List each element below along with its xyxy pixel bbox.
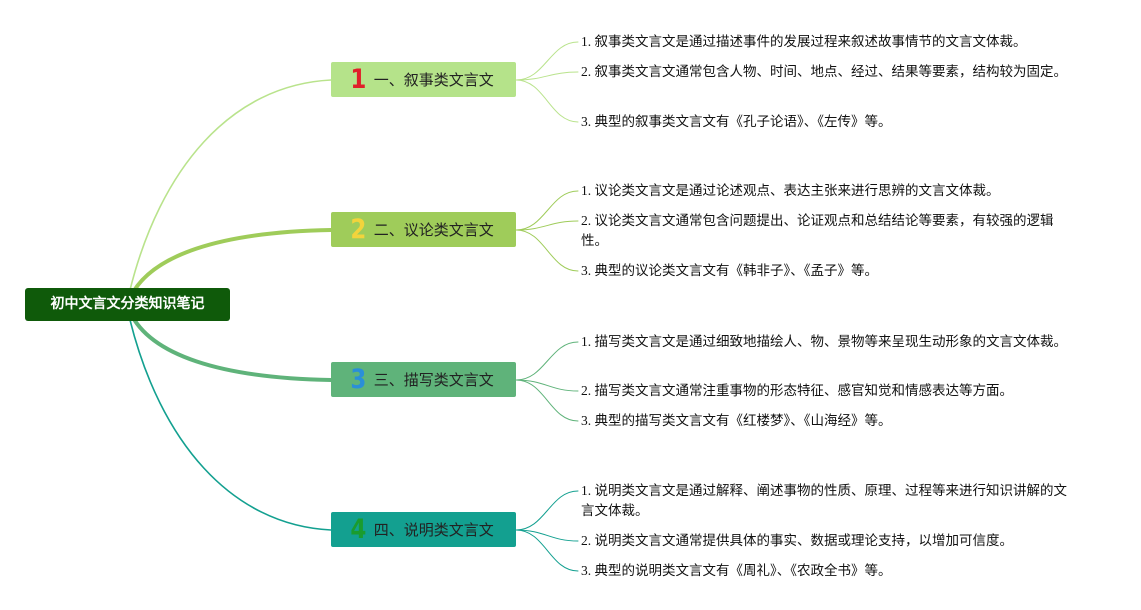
edge-branch-leaf xyxy=(515,229,579,272)
edge-root-branch-2 xyxy=(128,228,333,300)
root-node[interactable]: 初中文言文分类知识笔记 xyxy=(25,288,230,321)
number-two-icon: 2 xyxy=(350,214,367,245)
leaf-item[interactable]: 2. 描写类文言文通常注重事物的形态特征、感官知觉和情感表达等方面。 xyxy=(581,383,1013,398)
edge-root-branch-4 xyxy=(129,319,332,531)
edge-branch-leaf xyxy=(515,190,579,231)
leaf-item[interactable]: 3. 典型的说明类文言文有《周礼》、《农政全书》等。 xyxy=(581,563,892,578)
edge-branch-leaf xyxy=(515,379,579,392)
leaf-item[interactable]: 1. 议论类文言文是通过论述观点、表达主张来进行思辨的文言文体裁。 xyxy=(581,183,1000,198)
leaf-item[interactable]: 2. 叙事类文言文通常包含人物、时间、地点、经过、结果等要素，结构较为固定。 xyxy=(581,64,1067,79)
edge-branch-leaf xyxy=(515,379,579,422)
edge-branch-leaf xyxy=(515,220,579,231)
edge-branch-leaf xyxy=(515,529,579,572)
leaf-item[interactable]: 1. 描写类文言文是通过细致地描绘人、物、景物等来呈现生动形象的文言文体裁。 xyxy=(581,334,1067,349)
edge-branch-leaf xyxy=(515,529,579,542)
branch-label: 一、叙事类文言文 xyxy=(373,71,494,89)
branch-node-descriptive[interactable]: 3 三、描写类文言文 xyxy=(331,362,516,397)
branch-label: 三、描写类文言文 xyxy=(373,371,494,389)
branch-node-narrative[interactable]: 1 一、叙事类文言文 xyxy=(331,62,516,97)
number-three-icon: 3 xyxy=(350,364,367,395)
edge-branch-leaf xyxy=(515,41,579,81)
leaf-item[interactable]: 1. 说明类文言文是通过解释、阐述事物的性质、原理、过程等来进行知识讲解的文言文… xyxy=(581,483,1067,518)
edge-branch-leaf xyxy=(515,79,579,123)
edge-branch-leaf xyxy=(515,341,579,381)
branch-label: 四、说明类文言文 xyxy=(373,521,494,539)
branch-node-expository[interactable]: 4 四、说明类文言文 xyxy=(331,512,516,547)
edge-root-branch-3 xyxy=(128,310,333,382)
edge-root-branch-1 xyxy=(129,79,332,291)
edge-branch-leaf xyxy=(515,71,579,81)
number-one-icon: 1 xyxy=(350,64,367,95)
leaf-item[interactable]: 1. 叙事类文言文是通过描述事件的发展过程来叙述故事情节的文言文体裁。 xyxy=(581,34,1027,49)
leaf-item[interactable]: 3. 典型的描写类文言文有《红楼梦》、《山海经》等。 xyxy=(581,413,892,428)
number-four-icon: 4 xyxy=(350,514,367,545)
branch-node-argumentative[interactable]: 2 二、议论类文言文 xyxy=(331,212,516,247)
leaf-item[interactable]: 3. 典型的议论类文言文有《韩非子》、《孟子》等。 xyxy=(581,263,878,278)
leaf-item[interactable]: 2. 说明类文言文通常提供具体的事实、数据或理论支持，以增加可信度。 xyxy=(581,533,1013,548)
leaf-item[interactable]: 2. 议论类文言文通常包含问题提出、论证观点和总结结论等要素，有较强的逻辑性。 xyxy=(581,213,1054,248)
leaf-item[interactable]: 3. 典型的叙事类文言文有《孔子论语》、《左传》等。 xyxy=(581,114,892,129)
edge-branch-leaf xyxy=(515,490,579,531)
branch-label: 二、议论类文言文 xyxy=(373,221,494,239)
